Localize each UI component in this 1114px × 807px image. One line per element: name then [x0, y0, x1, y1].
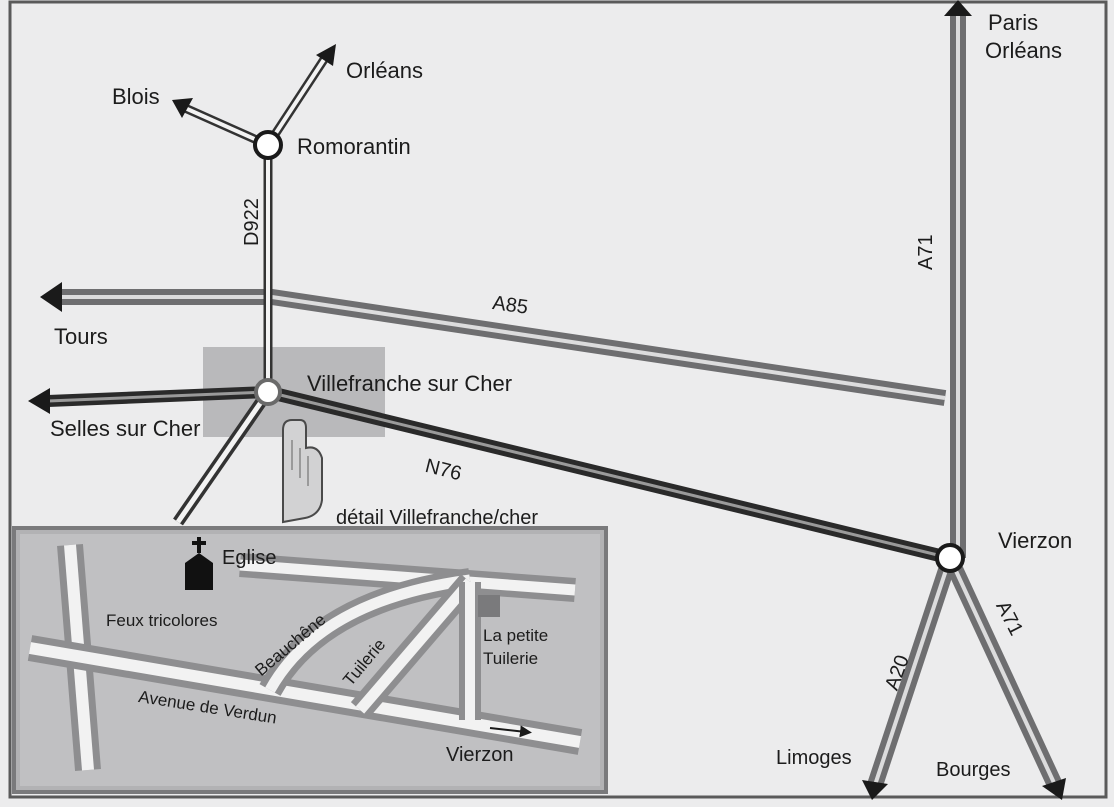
- church-icon: [185, 537, 213, 590]
- inset-title: détail Villefranche/cher: [336, 507, 538, 529]
- label-blois: Blois: [112, 84, 160, 109]
- villefranche-junction: [254, 378, 282, 406]
- pointing-hand-icon: [282, 419, 323, 524]
- label-d922: D922: [241, 198, 263, 246]
- label-paris-orleans: Orléans: [985, 38, 1063, 63]
- inset-detail-map: [12, 526, 608, 794]
- label-inset-vierzon: Vierzon: [446, 744, 514, 766]
- map-frame: [8, 0, 1108, 799]
- label-eglise: Eglise: [222, 547, 277, 569]
- label-paris: Paris: [988, 10, 1039, 35]
- arrow-tours: [40, 282, 62, 312]
- label-vierzon: Vierzon: [998, 528, 1073, 553]
- road-a71: [944, 0, 972, 558]
- label-petite-tuilerie-line1: La petite: [483, 626, 549, 645]
- label-bourges: Bourges: [936, 759, 1011, 781]
- arrow-paris: [944, 0, 972, 16]
- label-orleans: Orléans: [346, 58, 424, 83]
- label-tours: Tours: [54, 324, 108, 349]
- arrow-selles: [28, 388, 50, 414]
- label-a71-north: A71: [915, 234, 937, 270]
- romorantin-junction: [253, 130, 283, 160]
- label-limoges: Limoges: [776, 747, 852, 769]
- label-petite-tuilerie-line2: Tuilerie: [483, 649, 539, 668]
- road-a20-a71-south: [862, 554, 1066, 800]
- label-selles: Selles sur Cher: [50, 416, 201, 441]
- arrow-blois: [172, 98, 193, 118]
- road-d922: [172, 44, 336, 526]
- arrow-bourges: [1042, 778, 1066, 800]
- label-romorantin: Romorantin: [297, 134, 411, 159]
- road-n76: [266, 385, 952, 565]
- label-feux-tricolores: Feux tricolores: [106, 611, 218, 630]
- petite-tuilerie-marker: [478, 595, 500, 617]
- label-a85: A85: [491, 292, 530, 319]
- arrow-orleans: [316, 44, 336, 66]
- label-villefranche: Villefranche sur Cher: [307, 371, 513, 396]
- vierzon-junction: [935, 543, 965, 573]
- arrow-limoges: [862, 780, 888, 800]
- road-selles: [28, 386, 269, 414]
